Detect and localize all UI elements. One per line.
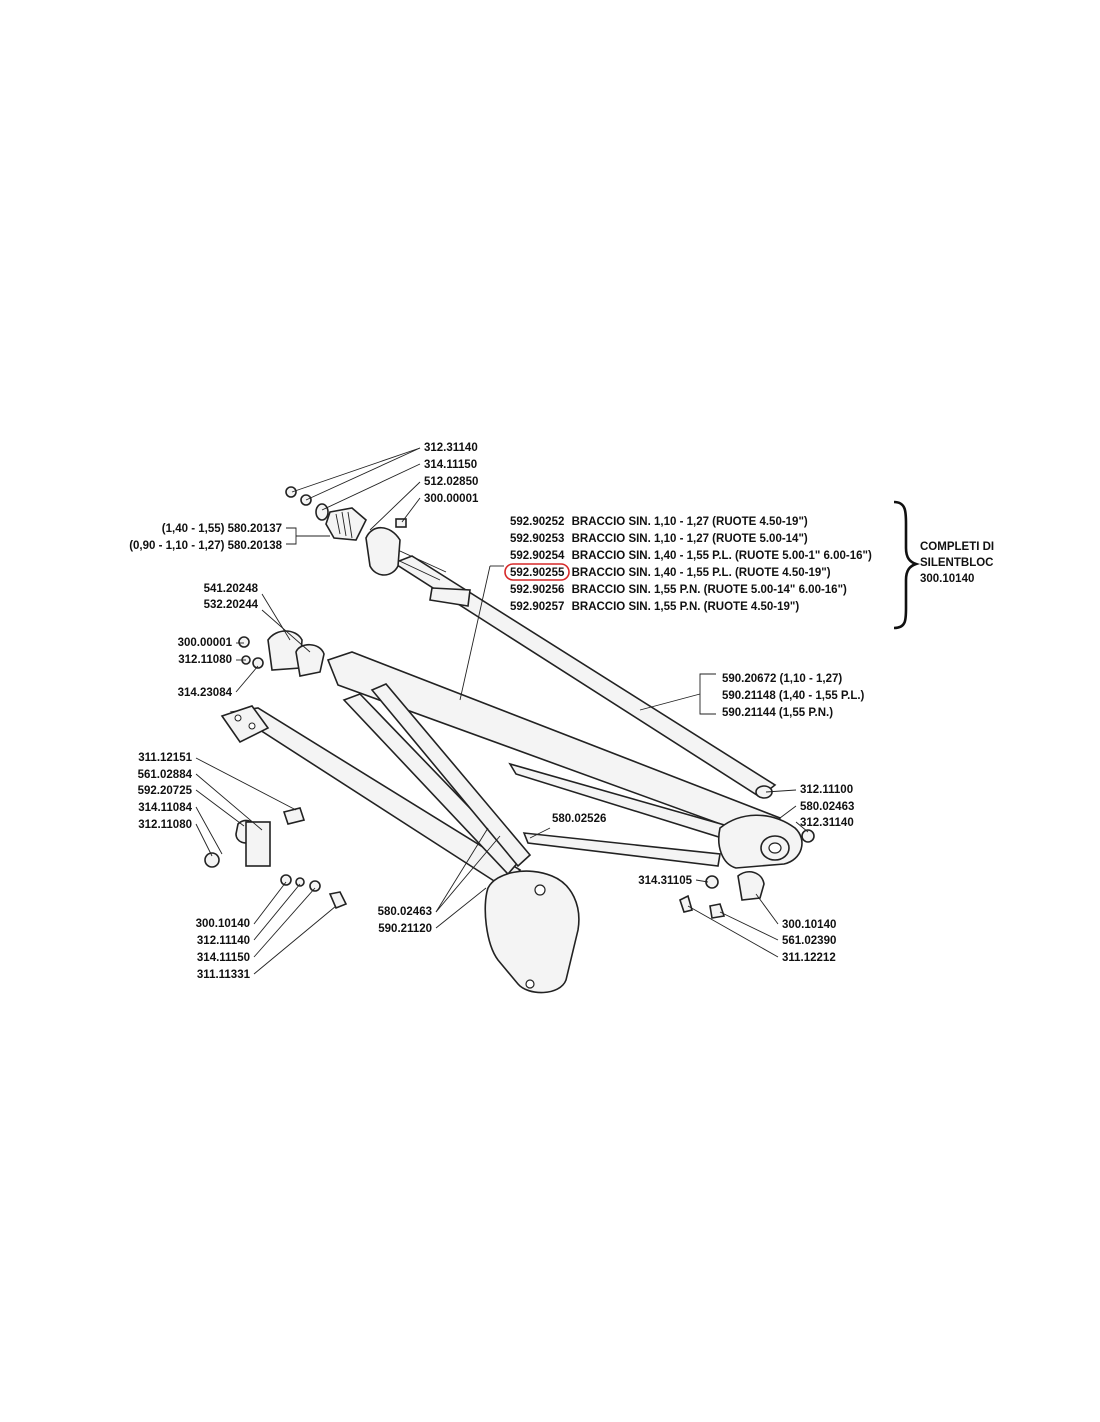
note-line-1: COMPLETI DI: [920, 541, 994, 553]
arm-row-highlighted: 592.90255 BRACCIO SIN. 1,40 - 1,55 P.L. …: [504, 563, 831, 581]
svg-text:592.90255 BRACCIO SIN.: 592.90255 BRACCIO SIN. 1,40 - 1,55 P.L. …: [510, 567, 831, 579]
arm-row: 592.90257 BRACCIO SIN. 1,55 P.N. (RUOTE …: [510, 601, 799, 613]
callout-592-20725: 592.20725: [138, 785, 193, 797]
callout-312-31140-right: 312.31140: [800, 817, 854, 829]
callout-580-02463-right: 580.02463: [800, 801, 854, 813]
top-callouts: 312.31140 314.11150 512.02850 300.00001 …: [129, 442, 479, 552]
callout-532-20244: 532.20244: [204, 599, 259, 611]
callout-311-11331: 311.11331: [197, 969, 251, 981]
leader-lines: [195, 447, 809, 975]
arm-desc: BRACCIO SIN. 1,55 P.N. (RUOTE 4.50-19"): [572, 601, 800, 613]
callout-561-02390: 561.02390: [782, 935, 836, 947]
arm-part-list: 592.90252 BRACCIO SIN. 1,10 - 1,27 (RUOT…: [504, 500, 994, 630]
callout-boot-b: (0,90 - 1,10 - 1,27) 580.20138: [129, 540, 282, 552]
arm-code: 592.90257: [510, 601, 564, 613]
callout-312-11140: 312.11140: [197, 935, 250, 947]
right-callouts: 312.11100 580.02463 312.31140 314.31105 …: [638, 784, 854, 964]
callout-312-11100: 312.11100: [800, 784, 853, 796]
arm-code: 592.90254: [510, 550, 565, 562]
arm-row: 592.90254 BRACCIO SIN. 1,40 - 1,55 P.L. …: [510, 550, 872, 562]
svg-text:592.90252 BRACCIO SIN.: 592.90252 BRACCIO SIN. 1,10 - 1,27 (RUOT…: [510, 516, 808, 528]
callout-314-11084: 314.11084: [138, 802, 192, 814]
rod-callouts: 590.20672 (1,10 - 1,27) 590.21148 (1,40 …: [722, 673, 865, 719]
callout-561-02884: 561.02884: [138, 769, 193, 781]
svg-text:592.90257 BRACCIO SIN.: 592.90257 BRACCIO SIN. 1,55 P.N. (RUOTE …: [510, 601, 799, 613]
curly-brace: [893, 500, 921, 630]
note-line-3: 300.10140: [920, 573, 974, 585]
callout-300-10140-right: 300.10140: [782, 919, 836, 931]
callout-314-23084: 314.23084: [178, 687, 233, 699]
arm-row: 592.90253 BRACCIO SIN. 1,10 - 1,27 (RUOT…: [510, 533, 808, 545]
svg-text:592.90253 BRACCIO SIN.: 592.90253 BRACCIO SIN. 1,10 - 1,27 (RUOT…: [510, 533, 808, 545]
arm-code: 592.90253: [510, 533, 564, 545]
arm-code: 592.90252: [510, 516, 564, 528]
svg-text:592.90254 BRACCIO SIN.: 592.90254 BRACCIO SIN. 1,40 - 1,55 P.L. …: [510, 550, 872, 562]
clamp-assembly: [204, 807, 348, 910]
callout-311-12151: 311.12151: [138, 752, 192, 764]
svg-text:592.90256 BRACCIO SIN.: 592.90256 BRACCIO SIN. 1,55 P.N. (RUOTE …: [510, 584, 847, 596]
callout-541-20248: 541.20248: [204, 583, 259, 595]
callout-300-00001-top: 300.00001: [424, 493, 479, 505]
arm-row: 592.90256 BRACCIO SIN. 1,55 P.N. (RUOTE …: [510, 584, 847, 596]
tie-rod: [371, 540, 777, 799]
boot-assembly: [285, 486, 407, 576]
callout-312-11080-mid: 312.11080: [178, 654, 232, 666]
arm-code: 592.90255: [510, 567, 565, 579]
arm-desc: BRACCIO SIN. 1,40 - 1,55 P.L. (RUOTE 5.0…: [572, 550, 872, 562]
callout-590-21144: 590.21144 (1,55 P.N.): [722, 707, 833, 719]
main-arm: [220, 651, 803, 994]
arm-desc: BRACCIO SIN. 1,10 - 1,27 (RUOTE 5.00-14"…: [572, 533, 808, 545]
callout-580-02463-bottom: 580.02463: [378, 906, 432, 918]
callout-590-21120: 590.21120: [378, 923, 432, 935]
callout-314-31105: 314.31105: [638, 875, 692, 887]
callout-311-12212: 311.12212: [782, 952, 836, 964]
arm-desc: BRACCIO SIN. 1,40 - 1,55 P.L. (RUOTE 4.5…: [572, 567, 831, 579]
callout-300-00001-left: 300.00001: [178, 637, 233, 649]
bracket-assembly: [238, 630, 325, 677]
callout-512-02850: 512.02850: [424, 476, 478, 488]
callout-300-10140-left: 300.10140: [196, 918, 250, 930]
arm-row: 592.90252 BRACCIO SIN. 1,10 - 1,27 (RUOT…: [510, 516, 808, 528]
parts-drawing: [204, 486, 815, 994]
left-callouts: 541.20248 532.20244 300.00001 312.11080 …: [138, 583, 259, 981]
arm-desc: BRACCIO SIN. 1,10 - 1,27 (RUOTE 4.50-19"…: [572, 516, 808, 528]
callout-314-11150-bottom: 314.11150: [197, 952, 250, 964]
callout-boot-a: (1,40 - 1,55) 580.20137: [162, 523, 282, 535]
callout-590-21148: 590.21148 (1,40 - 1,55 P.L.): [722, 690, 865, 702]
callout-590-20672: 590.20672 (1,10 - 1,27): [722, 673, 842, 685]
note-line-2: SILENTBLOC: [920, 557, 993, 569]
arm-code: 592.90256: [510, 584, 564, 596]
highlight-oval: [504, 563, 570, 581]
callout-312-11080-low: 312.11080: [138, 819, 192, 831]
callout-312-31140-top: 312.31140: [424, 442, 478, 454]
center-callouts: 580.02463 590.21120 580.02526: [378, 813, 607, 935]
arm-desc: BRACCIO SIN. 1,55 P.N. (RUOTE 5.00-14" 6…: [572, 584, 847, 596]
callout-314-11150: 314.11150: [424, 459, 477, 471]
callout-580-02526: 580.02526: [552, 813, 606, 825]
right-fasteners: [679, 829, 815, 919]
